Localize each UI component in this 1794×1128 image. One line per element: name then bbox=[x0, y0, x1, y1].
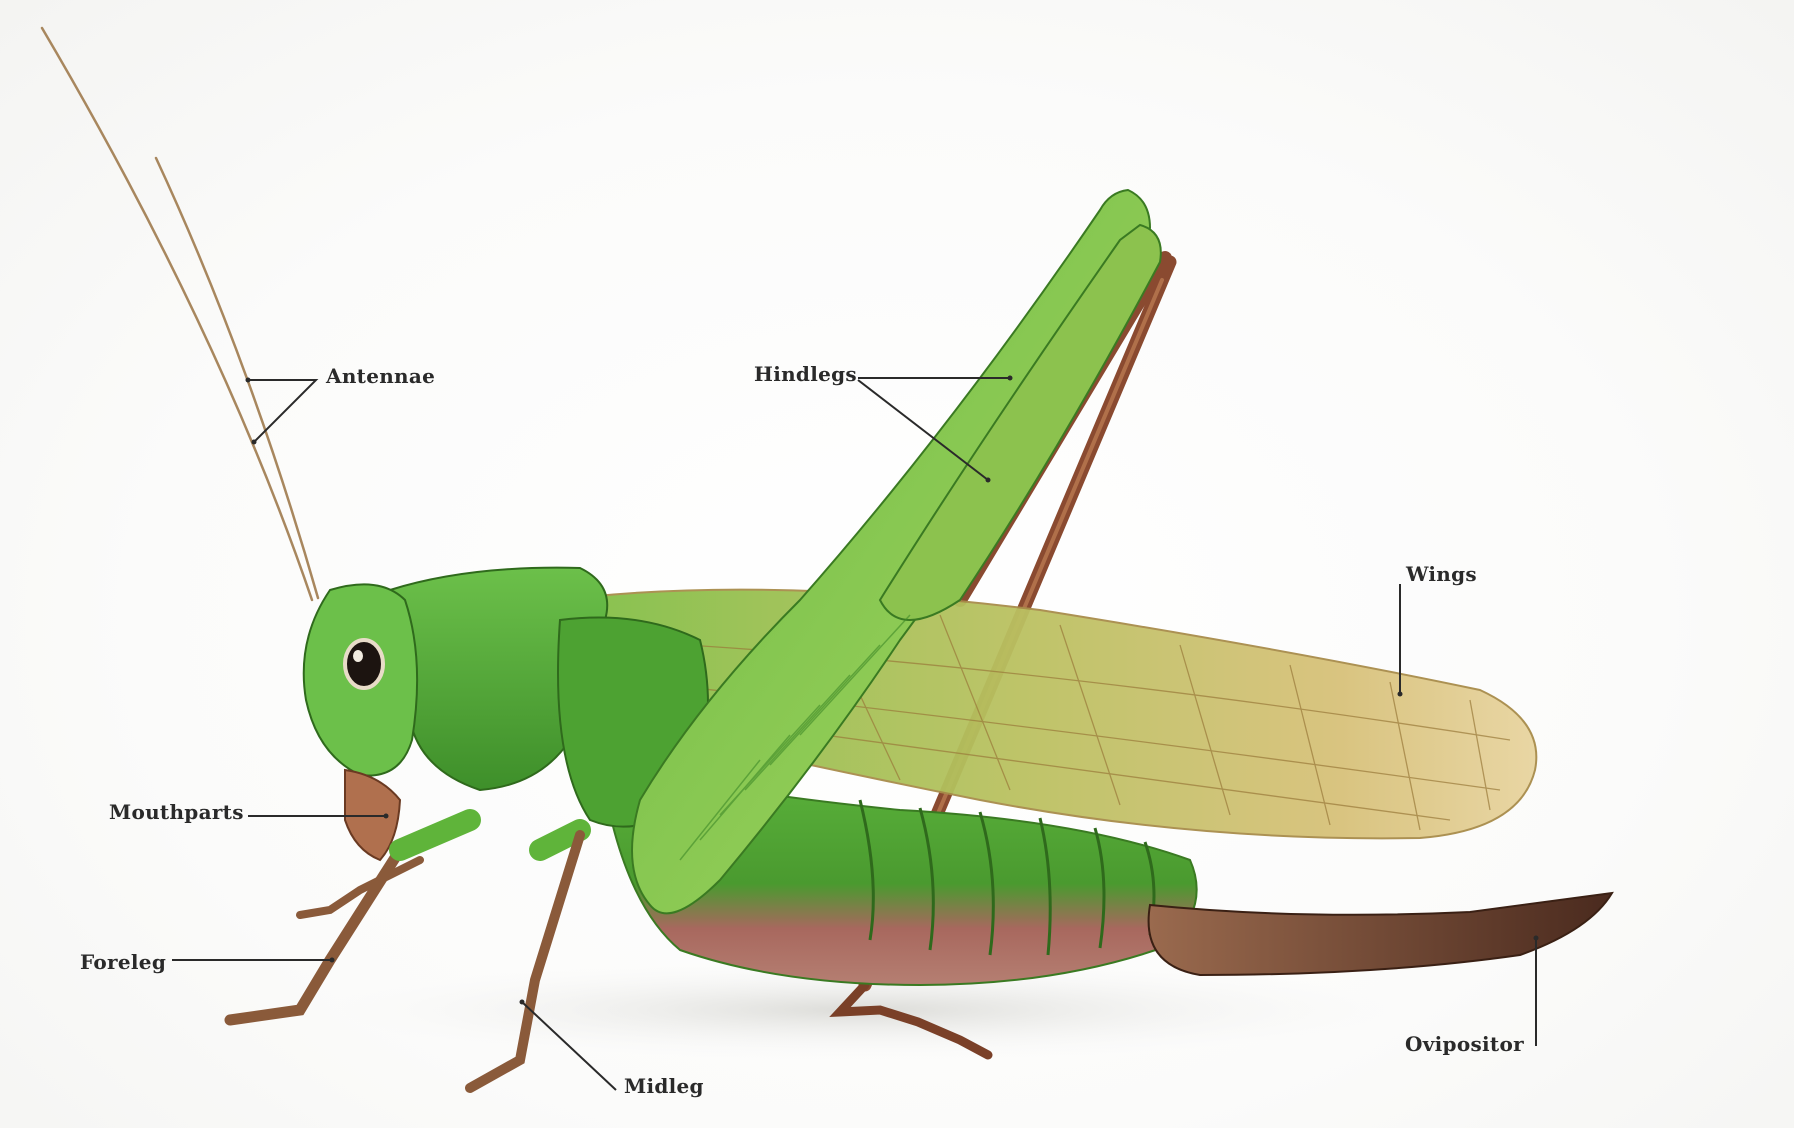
label-foreleg: Foreleg bbox=[80, 950, 166, 974]
eye-highlight bbox=[353, 650, 363, 662]
label-mouthparts: Mouthparts bbox=[109, 800, 244, 824]
hindleg-femur-back bbox=[880, 225, 1161, 620]
label-midleg: Midleg bbox=[624, 1074, 704, 1098]
antennae-shape bbox=[42, 28, 318, 600]
label-hindlegs: Hindlegs bbox=[754, 362, 857, 386]
label-ovipositor: Ovipositor bbox=[1405, 1032, 1524, 1056]
label-antennae: Antennae bbox=[326, 364, 435, 388]
ovipositor-shape bbox=[1149, 893, 1612, 975]
label-wings: Wings bbox=[1406, 562, 1477, 586]
eye-shape bbox=[345, 640, 383, 688]
